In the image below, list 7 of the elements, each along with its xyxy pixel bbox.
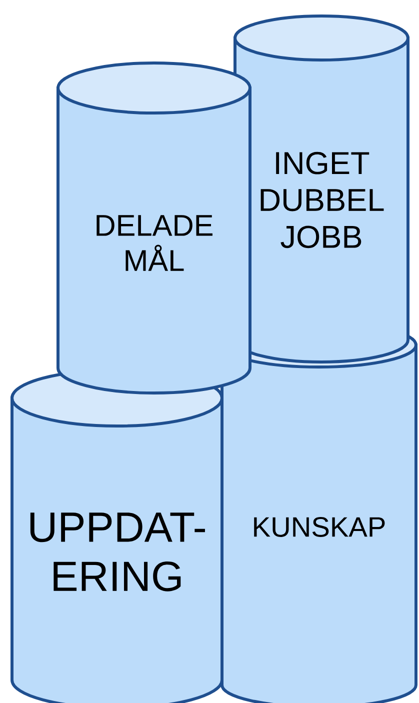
node-label: INGET DUBBEL JOBB: [260, 152, 384, 248]
node-label: UPPDAT- ERING: [30, 512, 205, 592]
cylinder: UPPDAT- ERING: [10, 368, 224, 703]
node-label: KUNSKAP: [254, 517, 385, 537]
cylinder: INGET DUBBEL JOBB: [234, 14, 410, 364]
cylinder: KUNSKAP: [220, 322, 418, 703]
cylinder: DELADE MÅL: [56, 62, 252, 394]
